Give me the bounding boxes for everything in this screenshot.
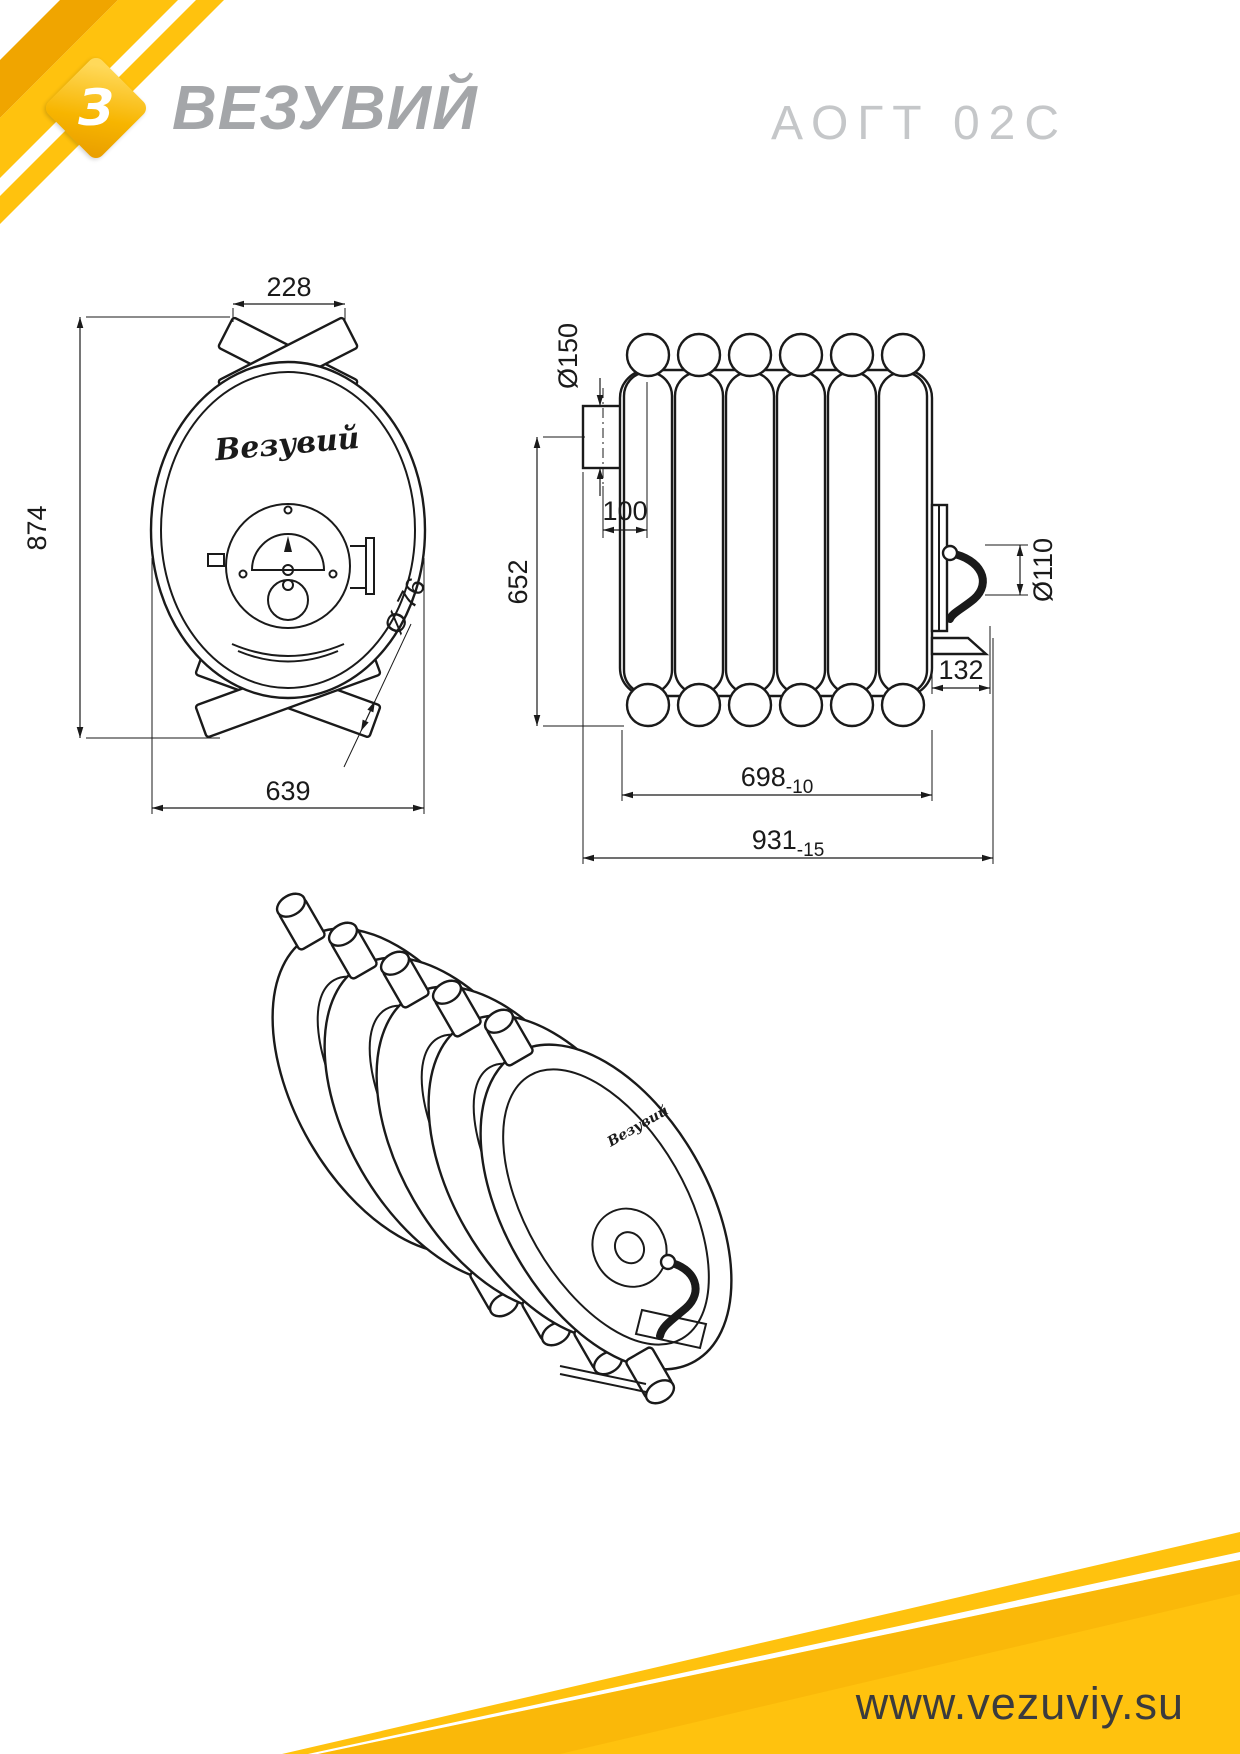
iso-pipe-stub-top bbox=[275, 892, 326, 951]
dim-overall-width-label: 931-15 bbox=[752, 825, 825, 861]
technical-drawing: Везувий 228 bbox=[22, 272, 1058, 1405]
dim-body-width: 698-10 bbox=[621, 730, 933, 801]
dim-front-height: 874 bbox=[22, 316, 230, 739]
side-bottom-pipe-ends bbox=[625, 682, 926, 728]
front-ash-lip bbox=[231, 643, 345, 663]
front-view: Везувий 228 bbox=[22, 272, 432, 814]
side-door-assembly bbox=[930, 503, 990, 656]
dim-front-top-width-label: 228 bbox=[266, 272, 311, 302]
dim-outlet-diameter: Ø110 bbox=[985, 538, 1058, 602]
dim-outlet-diameter-label: Ø110 bbox=[1028, 538, 1058, 602]
iso-handle-bracket bbox=[634, 1308, 708, 1350]
dim-body-width-label: 698-10 bbox=[741, 762, 814, 798]
dim-front-bottom-width: 639 bbox=[151, 558, 425, 814]
dim-handle-offset: 132 bbox=[931, 626, 991, 694]
iso-pipe-stub-top bbox=[431, 979, 482, 1038]
iso-pipe-stub-top bbox=[379, 950, 430, 1009]
brand-diamond-icon: З bbox=[42, 54, 150, 162]
front-door bbox=[207, 503, 375, 629]
footer-band bbox=[282, 1532, 1240, 1754]
dim-front-height-label: 874 bbox=[22, 505, 52, 550]
isometric-view: Везувий bbox=[271, 892, 733, 1405]
dim-chimney-offset-label: 100 bbox=[602, 496, 647, 526]
footer-band-stripe bbox=[282, 1532, 1240, 1754]
side-top-pipe-ends bbox=[625, 332, 926, 378]
brand-logo: З ВЕЗУВИЙ bbox=[42, 54, 478, 162]
iso-pipe-stub-bottom bbox=[625, 1346, 676, 1405]
iso-foot bbox=[559, 1365, 647, 1393]
brand-name: ВЕЗУВИЙ bbox=[172, 73, 478, 143]
iso-pipe-stub-top bbox=[483, 1008, 534, 1067]
model-title: АОГТ 02С bbox=[771, 97, 1068, 150]
website-url: www.vezuviy.su bbox=[855, 1678, 1184, 1729]
dim-chimney-diameter-label: Ø150 bbox=[553, 323, 583, 389]
dim-front-top-width: 228 bbox=[232, 272, 346, 322]
front-body-inner bbox=[160, 371, 416, 689]
footer-band-main bbox=[318, 1560, 1240, 1754]
side-view: Ø150 100 652 Ø110 132 bbox=[503, 323, 1058, 864]
dim-front-bottom-width-label: 639 bbox=[265, 776, 310, 806]
dim-side-height-label: 652 bbox=[503, 559, 533, 604]
iso-door-handle bbox=[656, 1258, 700, 1340]
iso-pipe-stub-top bbox=[327, 921, 378, 980]
front-body bbox=[149, 360, 427, 700]
dim-chimney-diameter: Ø150 bbox=[553, 323, 604, 496]
side-foot bbox=[930, 636, 990, 656]
dim-chimney-offset: 100 bbox=[602, 382, 648, 538]
side-door-handle bbox=[946, 549, 987, 623]
dim-side-height: 652 bbox=[503, 436, 624, 727]
dim-handle-offset-label: 132 bbox=[938, 655, 983, 685]
dim-overall-width: 931-15 bbox=[582, 472, 994, 864]
footer-band-shade bbox=[318, 1560, 1240, 1754]
brand-mark: З bbox=[78, 79, 114, 137]
